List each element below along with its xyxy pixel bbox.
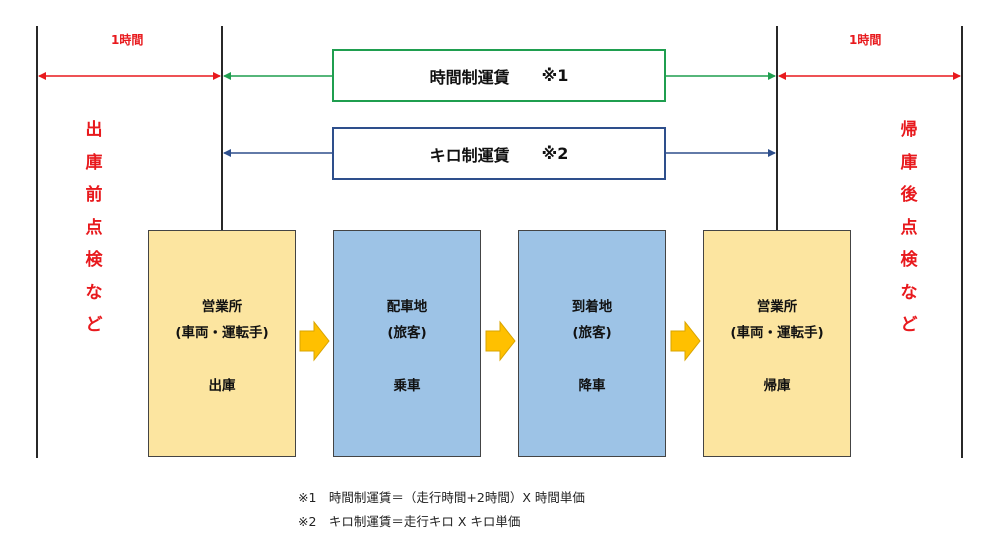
office-return-box: 営業所 (車両・運転手) 帰庫 [703, 230, 851, 457]
box-subtitle: (車両・運転手) [175, 325, 269, 341]
box-subtitle: (旅客) [572, 325, 612, 341]
box-action: 乗車 [393, 378, 421, 394]
arrival-location-box: 到着地 (旅客) 降車 [518, 230, 666, 457]
left-hour-label: 1時間 [111, 33, 144, 47]
box-action: 出庫 [208, 378, 236, 394]
box-title: 配車地 [386, 299, 428, 315]
flow-arrow-1 [299, 320, 330, 362]
flow-arrow-2 [485, 320, 516, 362]
footnote-time-fare: ※1 時間制運賃＝（走行時間+2時間）X 時間単価 [298, 490, 585, 505]
time-fare-mark: ※1 [541, 66, 569, 85]
pre-departure-inspection-text: 出 庫 前 点 検 な ど [85, 120, 103, 335]
time-fare-box: 時間制運賃 ※1 [332, 49, 666, 102]
office-departure-box: 営業所 (車両・運転手) 出庫 [148, 230, 296, 457]
footnote-km-fare: ※2 キロ制運賃＝走行キロ X キロ単価 [298, 514, 521, 529]
box-title: 営業所 [756, 299, 798, 315]
time-fare-label: 時間制運賃 [429, 67, 510, 87]
pickup-location-box: 配車地 (旅客) 乗車 [333, 230, 481, 457]
box-action: 降車 [578, 378, 606, 394]
box-title: 営業所 [201, 299, 243, 315]
box-subtitle: (車両・運転手) [730, 325, 824, 341]
post-return-inspection-text: 帰 庫 後 点 検 な ど [900, 120, 918, 335]
km-fare-mark: ※2 [541, 144, 569, 163]
km-fare-box: キロ制運賃 ※2 [332, 127, 666, 180]
box-action: 帰庫 [763, 378, 791, 394]
km-fare-label: キロ制運賃 [429, 145, 510, 165]
right-hour-label: 1時間 [849, 33, 882, 47]
box-title: 到着地 [571, 299, 613, 315]
flow-arrow-3 [670, 320, 701, 362]
box-subtitle: (旅客) [387, 325, 427, 341]
